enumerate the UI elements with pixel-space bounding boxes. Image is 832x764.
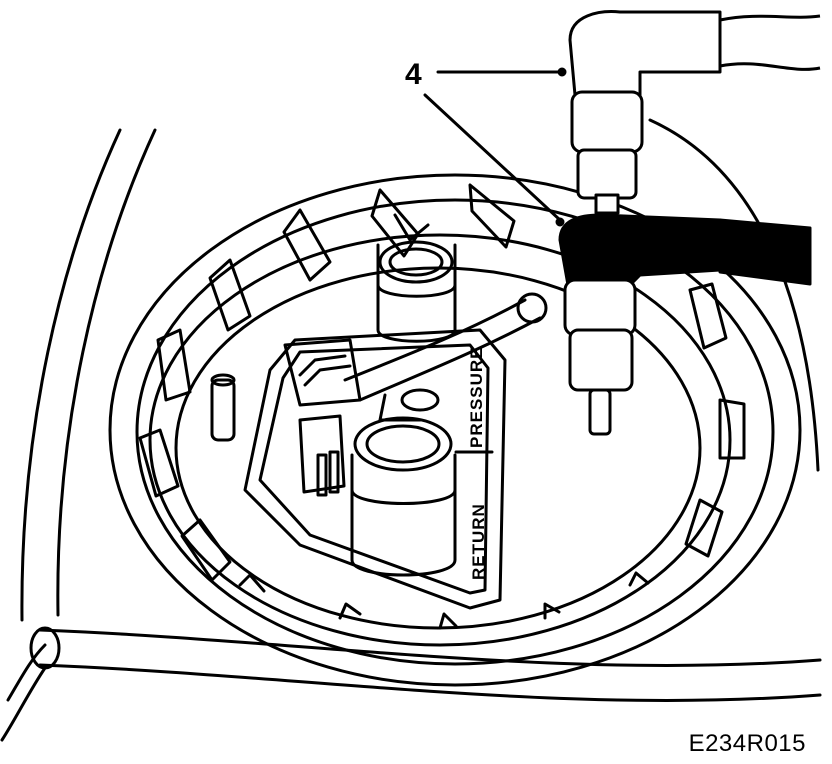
connector-pin-1: [316, 453, 328, 497]
pump-top-plate: [243, 328, 507, 610]
callout-leader-2: [423, 93, 562, 222]
vent-hose-top: [343, 298, 527, 382]
connector-plug: [298, 414, 346, 494]
return-port: [350, 388, 457, 577]
quick-connector-lower: [558, 213, 812, 436]
pump-top-plate-inner: [258, 343, 490, 595]
locating-post: [210, 378, 236, 442]
figure-code: E234R015: [688, 730, 806, 757]
fuel-hose-bottom: [38, 663, 822, 703]
body-panel-line-outer: [20, 128, 122, 622]
pump-flange-outer: [148, 233, 732, 647]
quick-connector-upper: [568, 10, 821, 215]
hose-curve-left-2: [0, 666, 47, 742]
ring-bottom-tabs: [238, 571, 650, 630]
hose-clamp-left: [29, 626, 61, 670]
pressure-label: PRESSURE: [467, 346, 486, 448]
locking-ring-inner: [135, 198, 775, 666]
body-panel-line-inner: [56, 128, 157, 617]
hose-curve-left: [6, 643, 47, 702]
locking-ring-outer: [108, 173, 802, 687]
pressure-port: [376, 213, 457, 343]
body-panel-line-right: [648, 118, 820, 472]
fuel-hose-top: [38, 628, 822, 668]
vent-hose-bottom: [358, 316, 542, 402]
connector-pin-2: [328, 450, 340, 494]
return-label: RETURN: [469, 503, 488, 580]
ring-tabs: [138, 183, 746, 582]
vent-hose-end: [516, 292, 548, 324]
callout-number: 4: [405, 58, 422, 91]
connector-terminals: [298, 354, 347, 377]
